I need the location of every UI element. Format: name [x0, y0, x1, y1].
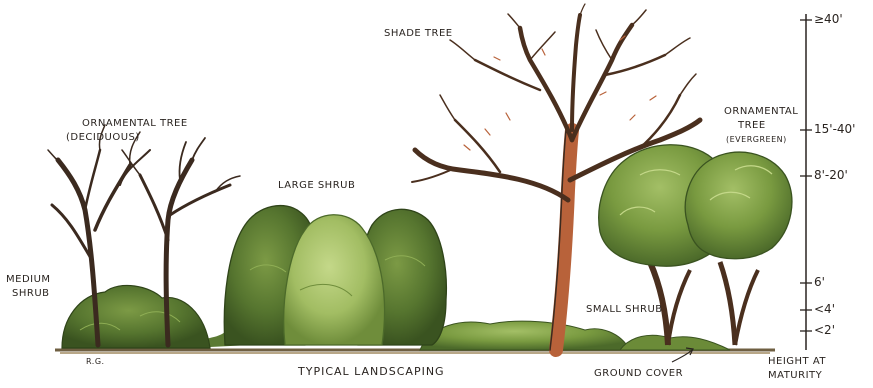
label-ground-cover: GROUND COVER — [594, 368, 683, 379]
medium-shrub — [62, 285, 210, 348]
height-tick-15-40: 15'-40' — [814, 122, 855, 136]
caption: TYPICAL LANDSCAPING — [298, 366, 445, 377]
height-tick-2: <2' — [814, 323, 835, 337]
height-tick-40: ≥40' — [814, 12, 843, 26]
label-ornamental-evergreen-3: (EVERGREEN) — [726, 134, 787, 145]
label-height-title-1: HEIGHT AT — [768, 356, 826, 367]
height-tick-6: 6' — [814, 275, 825, 289]
height-scale — [800, 14, 812, 350]
label-medium-shrub-1: MEDIUM — [6, 274, 51, 285]
artist-initials: R.G. — [86, 356, 105, 367]
label-ornamental-evergreen-1: ORNAMENTAL — [724, 106, 798, 117]
label-ornamental-deciduous-2: (DECIDUOUS) — [66, 132, 140, 143]
label-shade-tree: SHADE TREE — [384, 28, 453, 39]
large-shrub — [224, 206, 446, 345]
label-small-shrub: SMALL SHRUB — [586, 304, 663, 315]
label-height-title-2: MATURITY — [768, 370, 822, 381]
label-ornamental-deciduous-1: ORNAMENTAL TREE — [82, 118, 188, 129]
label-ornamental-evergreen-2: TREE — [738, 120, 766, 131]
label-medium-shrub-2: SHRUB — [12, 288, 50, 299]
label-large-shrub: LARGE SHRUB — [278, 180, 355, 191]
height-tick-4: <4' — [814, 302, 835, 316]
height-tick-8-20: 8'-20' — [814, 168, 848, 182]
